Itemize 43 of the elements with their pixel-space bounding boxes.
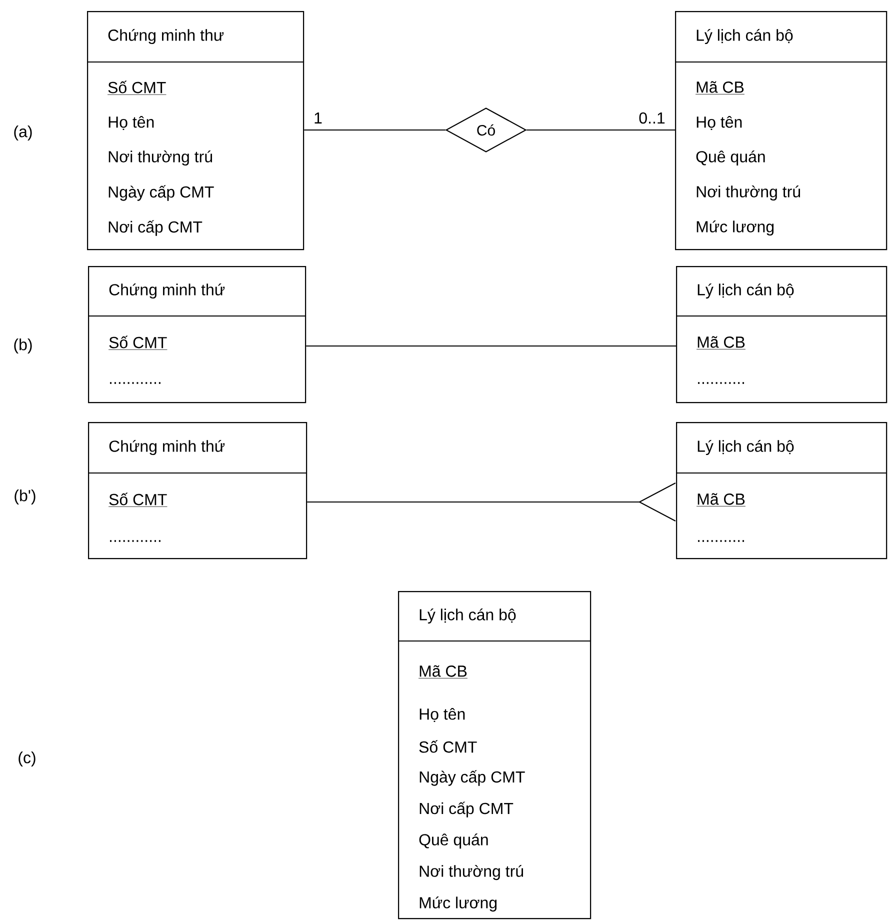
attribute-text: Quê quán xyxy=(419,833,488,849)
entity-header: Chứng minh thứ xyxy=(109,283,225,299)
attribute-text: Số CMT xyxy=(419,740,477,753)
key-attribute: Số CMT xyxy=(108,492,168,507)
key-attribute: Mã CB xyxy=(696,493,746,506)
attribute-text: Mức lương xyxy=(696,220,774,236)
panel-label: (b) xyxy=(14,338,32,354)
connector-line xyxy=(526,129,675,131)
connector-line xyxy=(304,129,446,131)
key-attribute: Số CMT xyxy=(107,80,166,95)
panel-label: (c) xyxy=(18,752,36,766)
attribute-text: Họ tên xyxy=(108,116,154,130)
entity-header: Lý lịch cán bộ xyxy=(696,28,793,44)
key-attribute: Mã CB xyxy=(696,336,746,350)
attribute-text: Quê quán xyxy=(696,150,765,166)
connector-line xyxy=(306,345,676,347)
attribute-text: Họ tên xyxy=(420,708,465,722)
attribute-text: Nơi thường trú xyxy=(420,864,524,880)
crows-foot-connector xyxy=(307,482,676,522)
attribute-text: Ngày cấp CMT xyxy=(108,185,214,201)
attribute-text: ........... xyxy=(698,540,744,542)
panel-label: (a) xyxy=(14,126,32,140)
entity-header: Lý lịch cán bộ xyxy=(698,283,794,299)
entity-header: Chứng minh thứ xyxy=(109,440,225,456)
key-attribute: Mã CB xyxy=(695,81,745,94)
entity-header: Lý lịch cán bộ xyxy=(420,608,516,624)
attribute-text: Nơi cấp CMT xyxy=(420,802,514,818)
attribute-text: Họ tên xyxy=(696,116,742,130)
multiplicity-label: 0..1 xyxy=(638,111,666,125)
attribute-text: Ngày cấp CMT xyxy=(420,770,525,786)
attribute-text: ............ xyxy=(110,382,160,384)
attribute-text: Nơi thường trú xyxy=(696,185,800,201)
multiplicity-label: 1 xyxy=(312,112,324,124)
entity-header: Chứng minh thư xyxy=(108,28,224,44)
key-attribute: Số CMT xyxy=(108,336,168,350)
entity-header: Lý lịch cán bộ xyxy=(698,440,794,456)
attribute-text: ............ xyxy=(110,540,160,542)
attribute-text: Mức lương xyxy=(420,896,497,912)
attribute-text: ........... xyxy=(698,382,744,384)
attribute-text: Nơi thường trú xyxy=(108,150,212,166)
attribute-text: Nơi cấp CMT xyxy=(108,220,202,236)
panel-label: (b') xyxy=(14,490,36,504)
key-attribute: Mã CB xyxy=(418,665,468,678)
